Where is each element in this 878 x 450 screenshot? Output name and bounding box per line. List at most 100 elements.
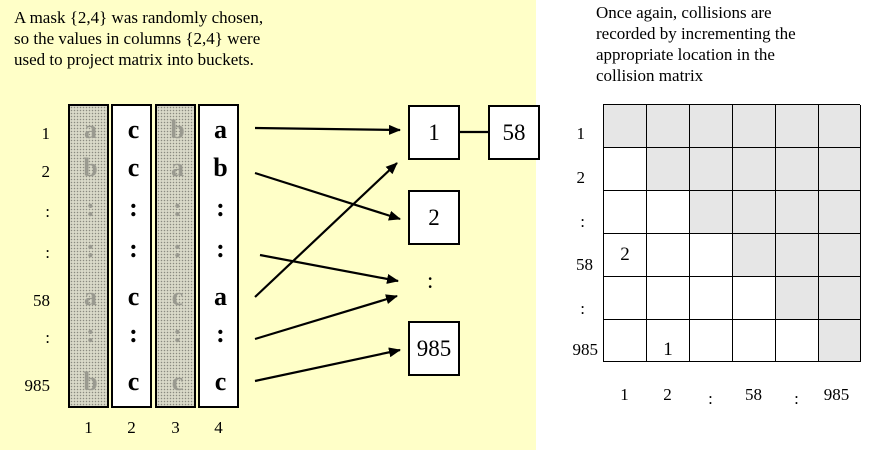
grid-cell (690, 320, 733, 362)
grid-cell (776, 234, 819, 277)
arrow-row58-to-bucket1 (254, 162, 398, 298)
grid-row-label: : (580, 299, 585, 318)
grid-cell (819, 191, 861, 234)
row-label: : (45, 202, 50, 221)
grid-cell (604, 277, 647, 320)
collision-matrix: 2 1 (603, 104, 861, 362)
matrix-cell: : (129, 234, 138, 263)
matrix-cell: : (216, 319, 225, 348)
grid-cell (733, 148, 776, 191)
matrix-cell: : (216, 234, 225, 263)
bucket-ellipsis: : (427, 268, 434, 293)
grid-column-label: : (794, 389, 799, 408)
grid-column-label: 58 (745, 385, 762, 404)
grid-cell (733, 191, 776, 234)
matrix-cell: b (213, 153, 228, 182)
grid-cell-58-1: 2 (604, 234, 647, 277)
grid-column-label: 985 (823, 385, 850, 404)
matrix-cell: a (84, 282, 97, 311)
arrow-row-to-colon-bucket-2 (254, 294, 398, 341)
grid-cell (819, 277, 861, 320)
matrix-cell: a (171, 153, 184, 182)
grid-row-label: : (580, 212, 585, 231)
row-label: 985 (24, 376, 51, 395)
column-label: 2 (127, 418, 136, 437)
grid-cell (690, 105, 733, 148)
grid-row-label: 1 (576, 124, 586, 143)
bucket-1: 1 (408, 105, 460, 160)
grid-cell (604, 148, 647, 191)
grid-cell (647, 277, 690, 320)
grid-cell (690, 191, 733, 234)
grid-column-label: 2 (663, 385, 672, 404)
matrix-cell: c (127, 115, 140, 144)
grid-column-label: : (708, 389, 713, 408)
collision-caption: Once again, collisions are recorded by i… (596, 3, 796, 85)
matrix-cell: a (214, 282, 227, 311)
matrix-cell: : (86, 234, 95, 263)
matrix-cell: b (83, 367, 98, 396)
matrix-cell: c (171, 282, 184, 311)
matrix-cell: c (214, 367, 227, 396)
grid-cell (647, 148, 690, 191)
matrix-cell: b (170, 115, 185, 144)
bucket-1-chained-entry: 58 (488, 105, 540, 160)
row-label: 1 (41, 124, 51, 143)
grid-cell (690, 234, 733, 277)
matrix-cell: : (86, 319, 95, 348)
matrix-column-3: b a : : c : c (155, 104, 196, 408)
matrix-cell: a (84, 115, 97, 144)
grid-cell (819, 234, 861, 277)
matrix-cell: : (173, 234, 182, 263)
matrix-column-1: a b : : a : b (68, 104, 109, 408)
row-label: 2 (41, 162, 51, 181)
row-label: 58 (33, 291, 50, 310)
grid-cell (776, 105, 819, 148)
matrix-cell: : (173, 193, 182, 222)
grid-cell (647, 191, 690, 234)
grid-row-label: 985 (572, 340, 599, 359)
grid-cell (819, 105, 861, 148)
grid-cell (733, 320, 776, 362)
grid-cell (819, 148, 861, 191)
grid-cell (819, 320, 861, 362)
matrix-cell: : (173, 319, 182, 348)
grid-column-label: 1 (620, 385, 629, 404)
matrix-cell: : (129, 319, 138, 348)
grid-cell (776, 191, 819, 234)
grid-cell-985-2: 1 (647, 320, 690, 362)
grid-row-label: 58 (576, 255, 593, 274)
matrix-column-4: a b : : a : c (198, 104, 239, 408)
arrow-row985-to-bucket985 (254, 347, 401, 383)
arrow-row2-to-bucket2 (254, 171, 401, 221)
grid-cell (776, 277, 819, 320)
matrix-cell: : (129, 193, 138, 222)
column-label: 3 (171, 418, 180, 437)
column-label: 4 (214, 418, 223, 437)
matrix-cell: c (127, 282, 140, 311)
grid-cell (647, 234, 690, 277)
grid-cell (604, 191, 647, 234)
bucket-2: 2 (408, 190, 460, 245)
grid-cell (733, 277, 776, 320)
grid-cell (647, 105, 690, 148)
grid-cell (776, 148, 819, 191)
matrix-cell: c (171, 367, 184, 396)
grid-row-label: 2 (576, 168, 586, 187)
matrix-cell: c (127, 367, 140, 396)
grid-cell (776, 320, 819, 362)
matrix-cell: : (86, 193, 95, 222)
grid-cell (733, 105, 776, 148)
matrix-cell: c (127, 153, 140, 182)
column-label: 1 (84, 418, 93, 437)
row-label: : (45, 243, 50, 262)
matrix-cell: b (83, 153, 98, 182)
arrow-row-to-colon-bucket (259, 253, 399, 284)
matrix-cell: : (216, 193, 225, 222)
matrix-column-2: c c : : c : c (111, 104, 152, 408)
bucket-985: 985 (408, 321, 460, 376)
grid-cell (733, 234, 776, 277)
matrix-cell: a (214, 115, 227, 144)
grid-cell (690, 277, 733, 320)
